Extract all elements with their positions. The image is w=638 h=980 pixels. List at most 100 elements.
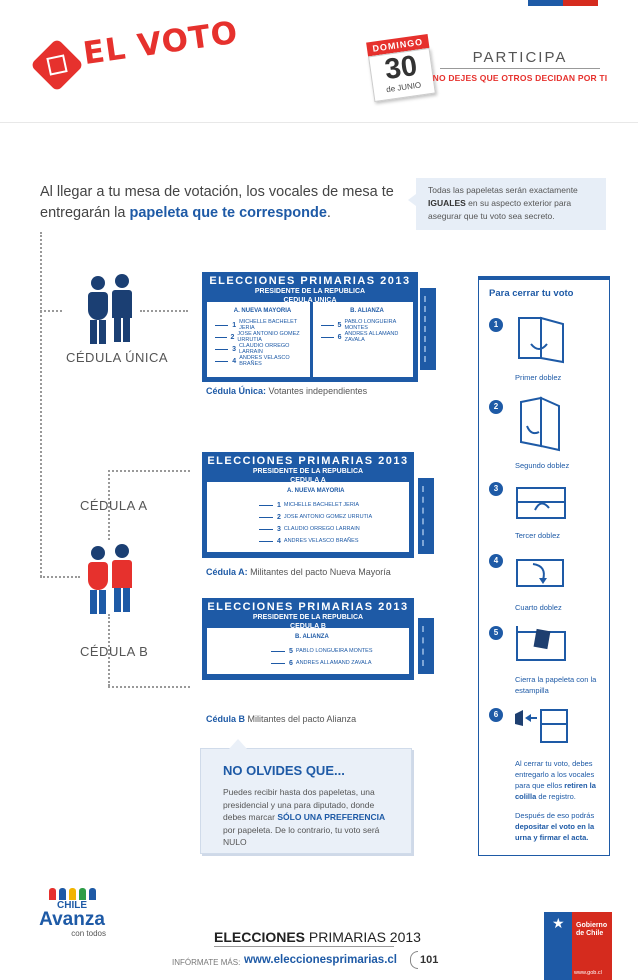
step-label: Tercer doblez: [515, 531, 561, 540]
people-icon: [32, 888, 112, 900]
fourth-fold-icon: [516, 559, 564, 587]
ballot-subtitle: PRESIDENTE DE LA REPUBLICA: [252, 614, 364, 621]
woman-voter-icon: [88, 276, 108, 344]
candidate-name: PABLO LONGUEIRA MONTES: [295, 648, 373, 654]
flag-bar: [528, 0, 598, 6]
connector-line: [108, 470, 190, 472]
woman-militant-icon: [88, 546, 108, 614]
connector-line: [140, 310, 188, 312]
calendar-date: DOMINGO 30 de JUNIO: [366, 33, 436, 103]
secret-vote-note: Todas las papeletas serán exactamente IG…: [408, 178, 606, 230]
candidate-number: 5: [289, 647, 293, 655]
column-nueva-mayoria: A. NUEVA MAYORIA: [233, 308, 292, 314]
page-title: EL VOTO: [80, 14, 241, 73]
connector-line: [108, 614, 110, 686]
candidate-name: ANDRES VELASCO BRAÑES: [239, 355, 290, 367]
candidate-name: ANDRES VELASCO BRAÑES: [283, 538, 359, 544]
column-nueva-mayoria: A. NUEVA MAYORIA: [287, 488, 345, 494]
candidate-number: 4: [277, 537, 281, 545]
step-number: 6: [489, 708, 503, 722]
ballot-title: ELECCIONES PRIMARIAS 2013: [207, 455, 409, 467]
ballot-type: CEDULA B: [290, 623, 326, 630]
participa-subtitle: NO DEJES QUE OTROS DECIDAN POR TI: [432, 73, 608, 83]
ballot-subtitle: PRESIDENTE DE LA REPUBLICA: [254, 288, 366, 295]
vote-mark-line: [259, 528, 273, 530]
vote-mark-line: [259, 516, 273, 518]
vote-mark-line: [215, 360, 229, 362]
vote-mark-line: [271, 650, 285, 652]
candidate-name: CLAUDIO ORREGO LARRAIN: [283, 526, 360, 532]
candidate-name: PABLO LONGUEIRA MONTES: [344, 319, 396, 331]
caption-cedula-unica: Cédula Única: Votantes independientes: [206, 386, 368, 396]
candidate-name: JOSE ANTONIO GOMEZ URRUTIA: [283, 514, 373, 520]
vote-mark-line: [321, 336, 334, 338]
candidate-name: MICHELLE BACHELET JERIA: [283, 502, 359, 508]
candidate-number: 1: [232, 321, 237, 329]
ballot-subtitle: PRESIDENTE DE LA REPUBLICA: [252, 468, 364, 475]
footer-link[interactable]: www.eleccionesprimarias.cl: [244, 954, 397, 966]
ballot-cedula-a: ELECCIONES PRIMARIAS 2013 PRESIDENTE DE …: [202, 452, 414, 558]
candidate-name: CLAUDIO ORREGO LARRAIN: [239, 343, 290, 355]
ballot-stub: [418, 478, 434, 554]
vote-mark-line: [271, 662, 285, 664]
intro-text: Al llegar a tu mesa de votación, los voc…: [40, 184, 394, 221]
candidate-number: 1: [277, 501, 281, 509]
candidate-number: 2: [277, 513, 281, 521]
candidate-name: JOSE ANTONIO GOMEZ URRUTIA: [237, 331, 300, 343]
vote-mark-line: [215, 324, 229, 326]
step-number: 5: [489, 626, 503, 640]
candidate-name: MICHELLE BACHELET JERIA: [239, 319, 298, 331]
candidate-name: ANDRES ALLAMAND ZAVALA: [344, 331, 399, 343]
column-alianza: B. ALIANZA: [295, 634, 329, 640]
caption-cedula-b: Cédula B Militantes del pacto Alianza: [206, 714, 357, 724]
second-fold-icon: [520, 396, 560, 452]
footer-info-label: INFÓRMATE MÁS:: [172, 958, 241, 967]
label-cedula-a: CÉDULA A: [80, 498, 148, 513]
step-label: Cierra la papeleta con la estampilla: [515, 675, 597, 695]
page-mark: [410, 951, 418, 969]
ballot-cedula-unica: ELECCIONES PRIMARIAS 2013 PRESIDENTE DE …: [202, 272, 418, 382]
column-alianza: B. ALIANZA: [350, 308, 384, 314]
connector-line: [40, 232, 42, 577]
man-voter-icon: [112, 274, 132, 342]
page-number: 101: [420, 954, 439, 966]
header-divider: [0, 122, 638, 123]
vote-mark-line: [321, 324, 334, 326]
step-label: Cuarto doblez: [515, 603, 562, 612]
candidate-number: 3: [232, 345, 237, 353]
step-number: 1: [489, 318, 503, 332]
vote-mark-line: [215, 336, 227, 338]
candidate-number: 4: [232, 357, 237, 365]
ballot-stub: [418, 618, 434, 674]
chile-avanza-logo: CHILE Avanza con todos: [32, 888, 112, 938]
label-cedula-b: CÉDULA B: [80, 644, 149, 659]
candidate-number: 3: [277, 525, 281, 533]
vote-mark-line: [259, 540, 273, 542]
footer-title: ELECCIONES PRIMARIAS 2013: [214, 929, 421, 945]
step6-text-1: Al cerrar tu voto, debes entregarlo a lo…: [515, 759, 596, 801]
candidate-number: 2: [230, 333, 235, 341]
man-militant-icon: [112, 544, 132, 612]
step-number: 4: [489, 554, 503, 568]
caption-cedula-a: Cédula A: Militantes del pacto Nueva May…: [206, 567, 391, 577]
participa-heading: PARTICIPA: [472, 49, 568, 66]
seal-stamp-icon: [516, 626, 566, 661]
ballot-title: ELECCIONES PRIMARIAS 2013: [207, 601, 409, 613]
candidate-name: ANDRES ALLAMAND ZAVALA: [295, 660, 372, 666]
connector-line: [40, 310, 62, 312]
close-vote-panel: Para cerrar tu voto 1 Primer doblez 2 Se…: [478, 276, 610, 856]
label-cedula-unica: CÉDULA ÚNICA: [66, 350, 169, 365]
